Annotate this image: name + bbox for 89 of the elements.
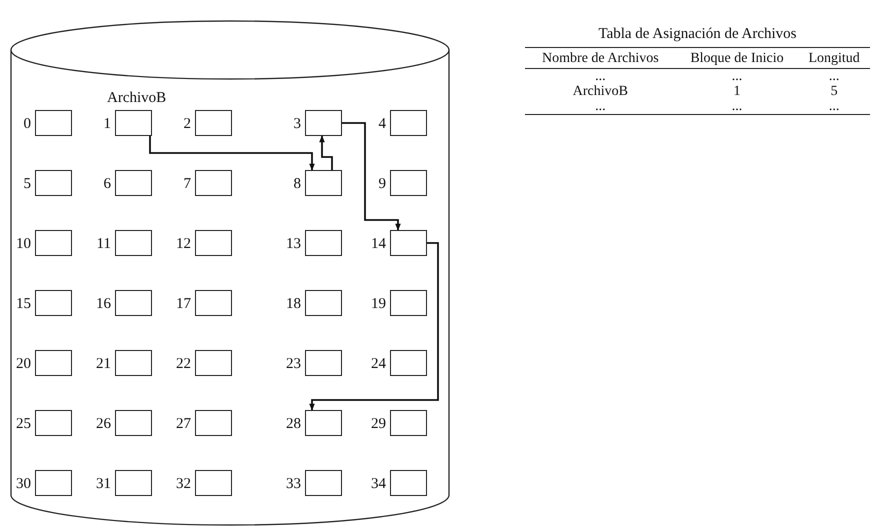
- disk-block: [305, 170, 342, 196]
- block-number: 28: [285, 415, 301, 433]
- block-number: 8: [292, 175, 301, 193]
- disk-block: [195, 230, 232, 256]
- block-number: 25: [15, 415, 31, 433]
- disk-block: [35, 170, 72, 196]
- block-number: 14: [370, 235, 386, 253]
- block-number: 12: [175, 235, 191, 253]
- block-number: 0: [22, 115, 31, 133]
- disk-block: [195, 290, 232, 316]
- table-value: ...: [732, 99, 742, 114]
- block-number: 18: [285, 295, 301, 313]
- disk-block: [390, 230, 427, 256]
- block-number: 19: [370, 295, 386, 313]
- disk-cylinder: [10, 20, 450, 526]
- block-number: 22: [175, 355, 191, 373]
- table-value: ArchivoB: [572, 84, 628, 99]
- chain-arrow: [319, 135, 333, 170]
- block-number: 31: [95, 475, 111, 493]
- block-number: 2: [182, 115, 191, 133]
- disk-block: [305, 350, 342, 376]
- block-number: 13: [285, 235, 301, 253]
- block-number: 5: [22, 175, 31, 193]
- table-value: ...: [828, 69, 840, 84]
- block-number: 29: [370, 415, 386, 433]
- block-number: 1: [102, 115, 111, 133]
- block-number: 6: [102, 175, 111, 193]
- block-number: 20: [15, 355, 31, 373]
- block-number: 11: [96, 235, 111, 253]
- block-number: 3: [292, 115, 301, 133]
- disk-block: [305, 290, 342, 316]
- disk-block: [195, 170, 232, 196]
- disk-block: [115, 290, 152, 316]
- table-value: 5: [830, 84, 838, 99]
- disk-block: [115, 470, 152, 496]
- disk-block: [390, 410, 427, 436]
- disk-block: [115, 350, 152, 376]
- chain-arrow: [309, 242, 439, 411]
- block-number: 23: [285, 355, 301, 373]
- block-number: 9: [378, 175, 386, 193]
- disk-block: [115, 410, 152, 436]
- disk-block: [390, 110, 427, 136]
- table-value: 1: [733, 84, 740, 99]
- table-value: ...: [732, 69, 742, 84]
- disk-block: [305, 410, 342, 436]
- disk-block: [390, 470, 427, 496]
- disk-block: [305, 230, 342, 256]
- block-number: 15: [15, 295, 31, 313]
- table-value: ...: [595, 99, 606, 114]
- disk-block: [390, 170, 427, 196]
- disk-block: [35, 470, 72, 496]
- block-number: 17: [175, 295, 191, 313]
- disk-block: [115, 230, 152, 256]
- chain-arrow: [149, 136, 315, 171]
- disk-block: [390, 290, 427, 316]
- block-number: 34: [370, 475, 386, 493]
- disk-block: [35, 110, 72, 136]
- disk-block: [115, 110, 152, 136]
- table-title: Tabla de Asignación de Archivos: [597, 26, 798, 43]
- table-value: ...: [595, 69, 606, 84]
- chain-arrow: [342, 122, 401, 231]
- block-number: 4: [378, 115, 386, 133]
- column-header: Longitud: [808, 51, 860, 66]
- block-number: 32: [175, 475, 191, 493]
- block-number: 21: [95, 355, 111, 373]
- block-number: 26: [95, 415, 111, 433]
- disk-block: [195, 110, 232, 136]
- block-number: 27: [175, 415, 191, 433]
- disk-block: [390, 350, 427, 376]
- disk-block: [195, 350, 232, 376]
- disk-block: [195, 470, 232, 496]
- disk-block: [35, 410, 72, 436]
- block-number: 33: [285, 475, 301, 493]
- disk-block: [305, 110, 342, 136]
- column-header: Nombre de Archivos: [542, 51, 659, 66]
- disk-block: [115, 170, 152, 196]
- block-number: 7: [182, 175, 191, 193]
- file-name: ArchivoB: [107, 89, 166, 107]
- disk-block: [305, 470, 342, 496]
- disk-block: [35, 230, 72, 256]
- block-number: 10: [15, 235, 31, 253]
- block-number: 30: [15, 475, 31, 493]
- table-value: ...: [828, 99, 840, 114]
- block-number: 16: [95, 295, 111, 313]
- disk-block: [35, 290, 72, 316]
- block-number: 24: [370, 355, 386, 373]
- disk-block: [195, 410, 232, 436]
- disk-block: [35, 350, 72, 376]
- column-header: Bloque de Inicio: [690, 51, 784, 66]
